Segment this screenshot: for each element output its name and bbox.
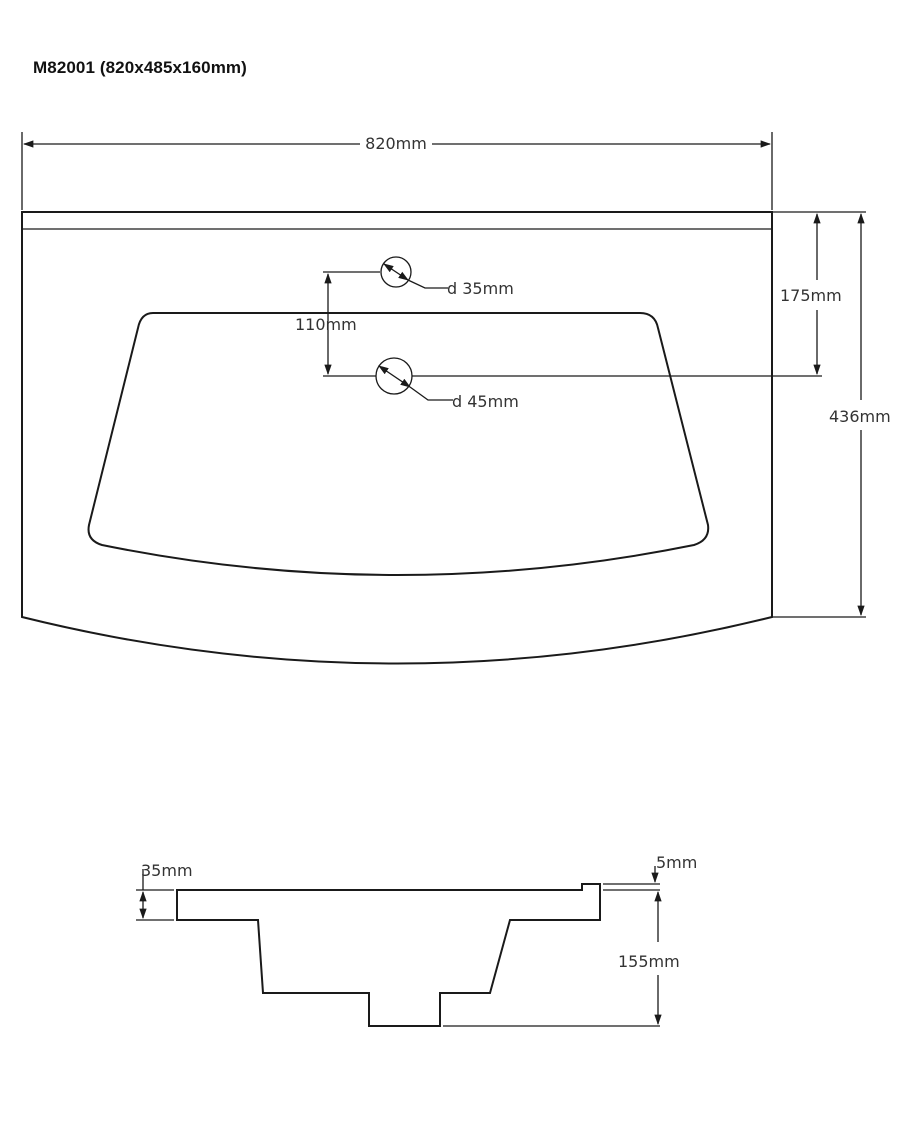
hole-spacing-label: 110mm xyxy=(295,315,357,334)
bowl-outline xyxy=(87,312,710,576)
side-profile-outline xyxy=(176,883,601,1027)
width-dimension-label: 820mm xyxy=(365,134,427,153)
hole-small-diameter-label: d 35mm xyxy=(447,279,514,298)
drawing-title: M82001 (820x485x160mm) xyxy=(33,58,247,77)
ledge-label: 5mm xyxy=(656,853,697,872)
bowl-depth-label: 155mm xyxy=(618,952,680,971)
hole-large-diameter-label: d 45mm xyxy=(452,392,519,411)
tap-hole-small xyxy=(380,256,412,288)
top-view: 820mm d 35mm d 45mm 110mm 175mm 436mm xyxy=(21,132,891,665)
basin-outline xyxy=(21,211,773,665)
rim-thickness-label: 35mm xyxy=(141,861,193,880)
side-view: 35mm 5mm 155mm xyxy=(136,853,697,1027)
hole-offset-label: 175mm xyxy=(780,286,842,305)
depth-label: 436mm xyxy=(829,407,891,426)
